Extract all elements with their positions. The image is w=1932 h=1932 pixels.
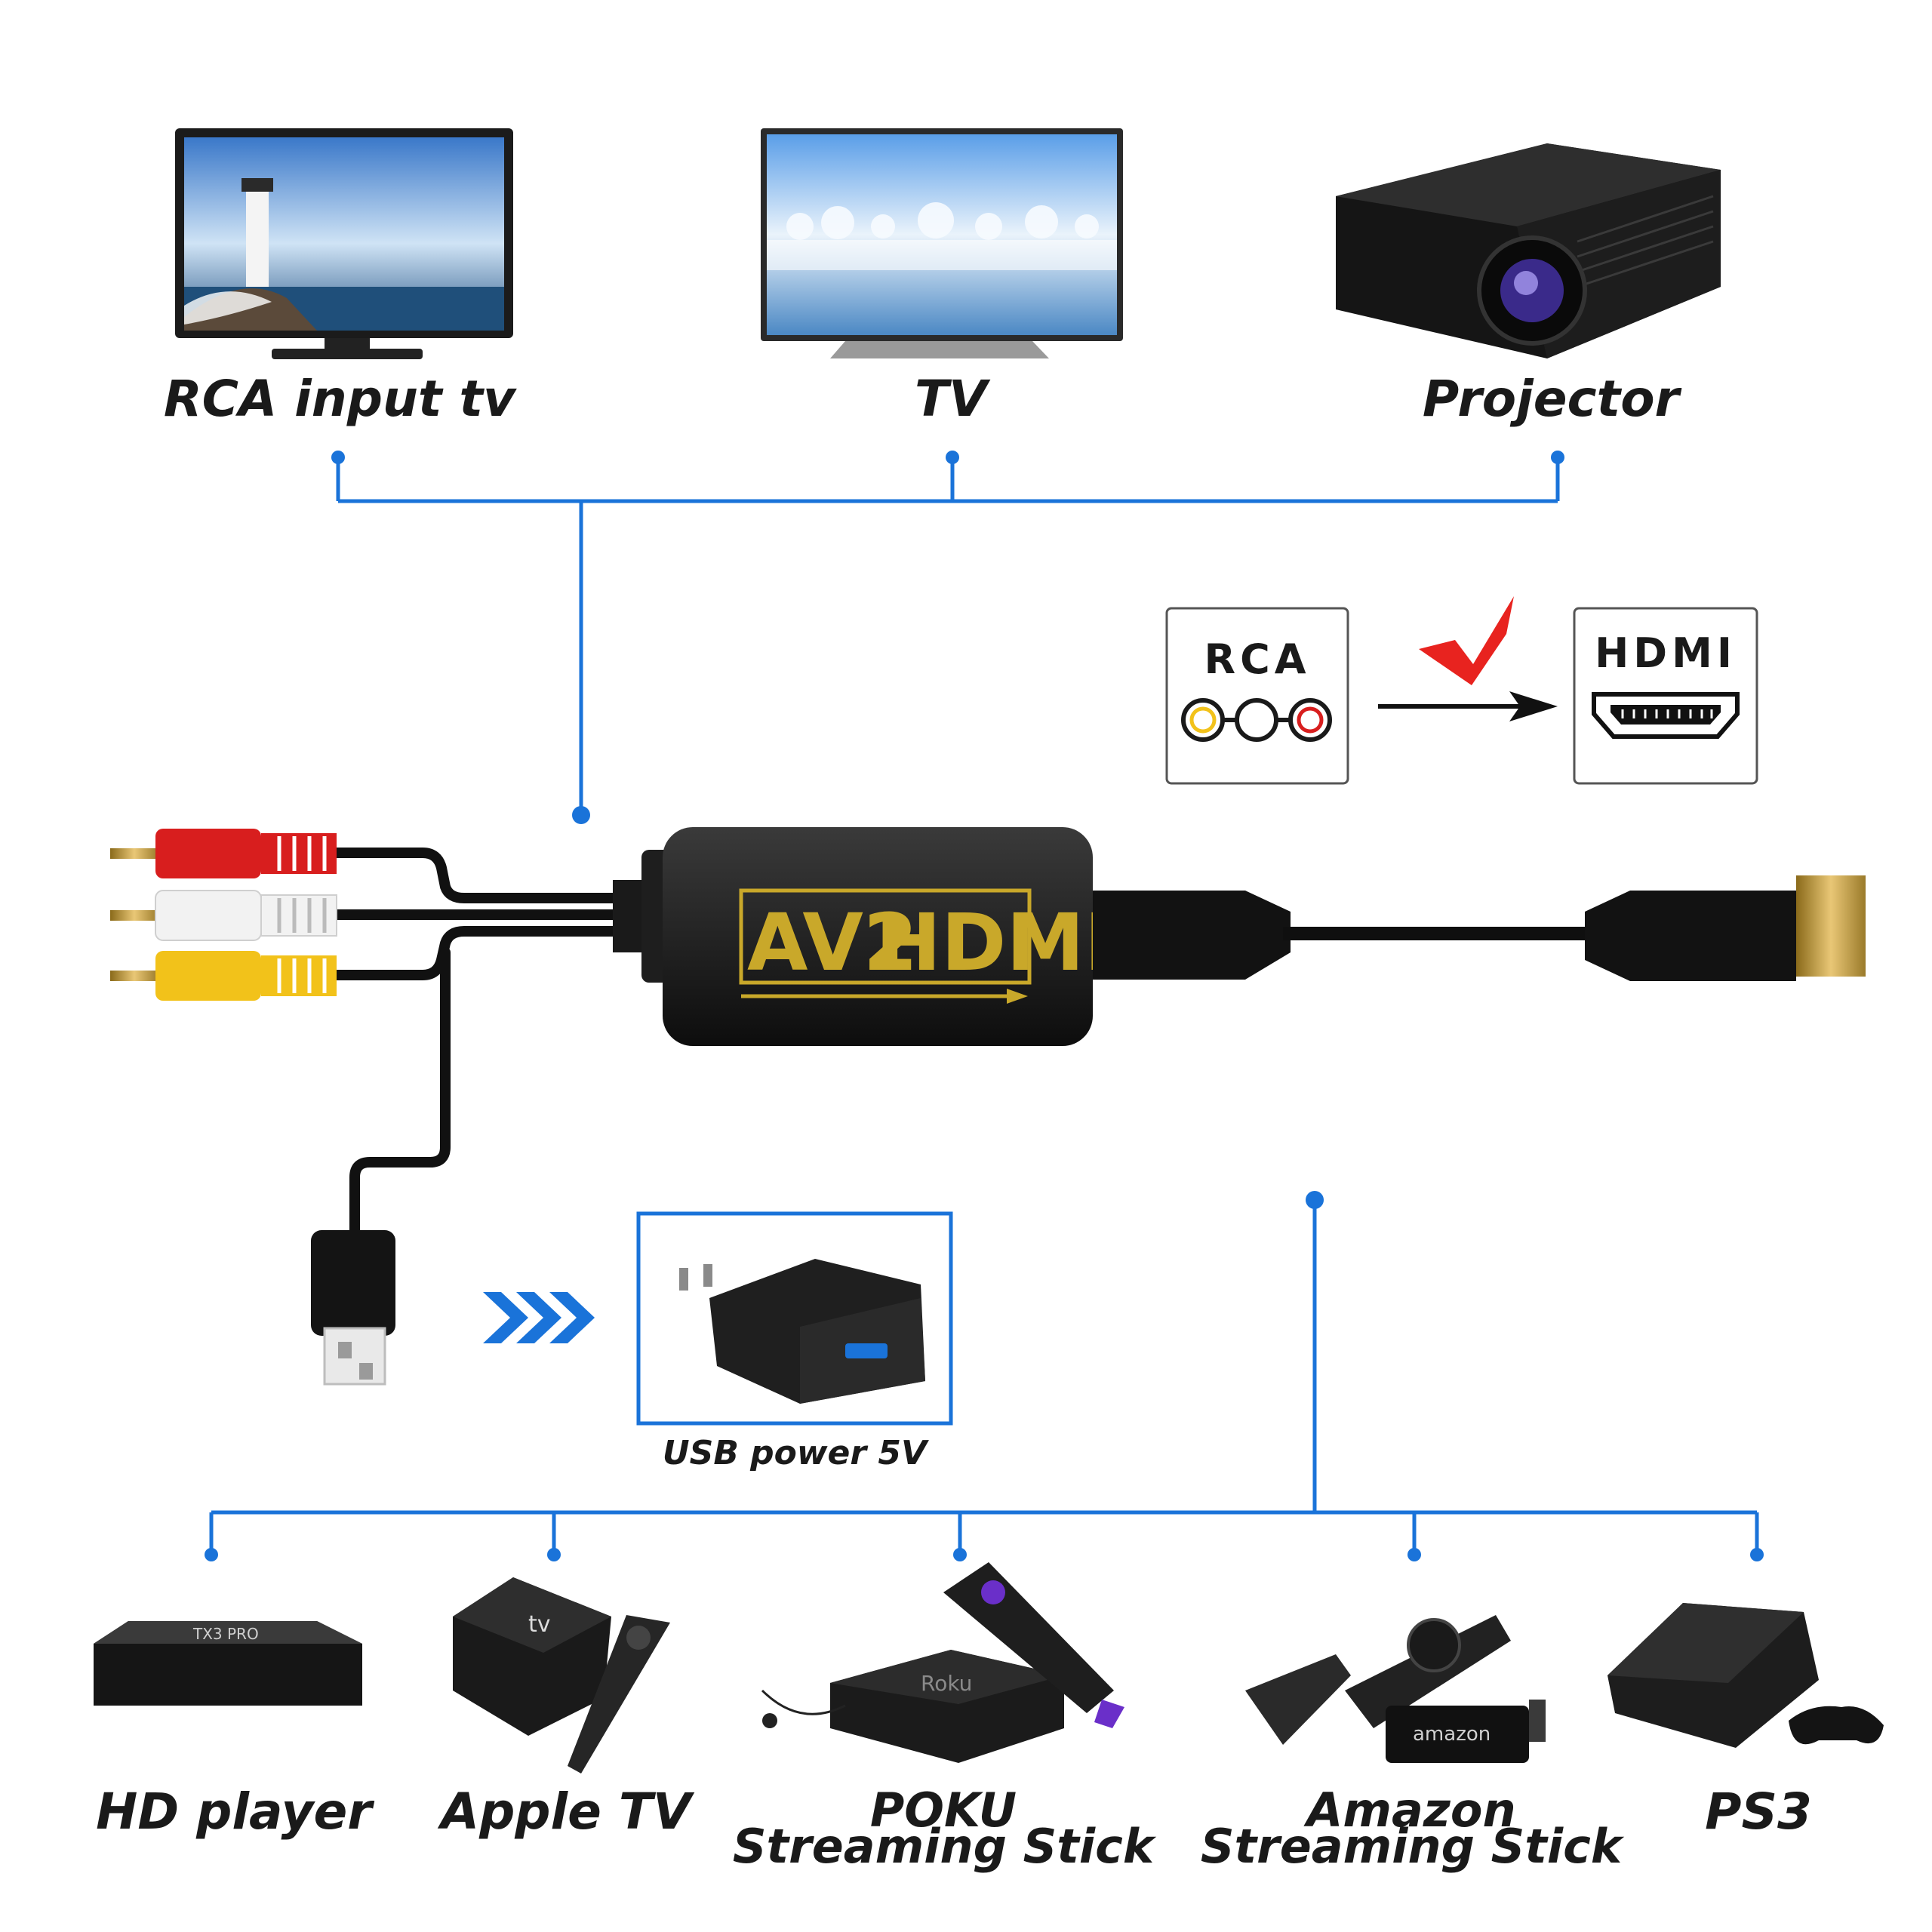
roku-image: Roku <box>761 1562 1124 1763</box>
bottom-connector-dots <box>205 1191 1764 1561</box>
hd-player-image: TX3 PRO <box>94 1621 362 1706</box>
usb-power-label: USB power 5V <box>662 1434 928 1472</box>
bottom-device-label-ps3: PS3 <box>1705 1783 1812 1841</box>
hd-player-device-text: TX3 PRO <box>192 1625 259 1643</box>
rca-plug-white <box>110 890 337 941</box>
adapter-brand-right: HDMI <box>875 897 1114 989</box>
rca-plug-red <box>110 829 337 878</box>
rca-ports-icon <box>1181 698 1332 742</box>
top-device-label-projector: Projector <box>1422 370 1680 428</box>
hdmi-port-icon <box>1592 692 1740 739</box>
apple-tv-image: tv <box>453 1577 670 1774</box>
bottom-device-label-apple-tv: Apple TV <box>440 1783 692 1841</box>
rca-box-label: RCA <box>1204 635 1311 683</box>
bottom-device-label-roku-line2: Streaming Stick <box>732 1819 1155 1874</box>
bottom-device-label-roku-line1: POKU <box>869 1783 1017 1838</box>
wall-charger-image <box>679 1259 925 1404</box>
rca-plug-yellow <box>110 951 337 1001</box>
bottom-device-label-hd-player: HD player <box>96 1783 372 1841</box>
hdmi-box-label: HDMI <box>1595 629 1737 677</box>
top-device-label-tv: TV <box>914 370 988 428</box>
bottom-device-label-amazon-line1: Amazon <box>1306 1783 1516 1838</box>
tv-image <box>761 128 1123 358</box>
chevrons-icon <box>483 1292 595 1343</box>
roku-device-text: Roku <box>921 1671 972 1696</box>
rca-box <box>1165 607 1349 785</box>
adapter-cable: AV2 HDMI <box>110 827 1866 1251</box>
arrow-icon <box>1378 691 1558 721</box>
check-icon <box>1419 596 1514 685</box>
fire-stick-device-text: amazon <box>1413 1723 1491 1746</box>
hdmi-box <box>1573 607 1758 785</box>
projector-image <box>1336 143 1721 358</box>
rca-tv-image <box>175 128 513 359</box>
top-device-label-rca-tv: RCA input tv <box>163 370 516 428</box>
fire-stick-image: amazon <box>1245 1615 1546 1763</box>
apple-tv-device-text: tv <box>528 1611 551 1638</box>
top-connector-dots <box>331 451 1564 824</box>
ps3-image <box>1607 1603 1884 1748</box>
usb-power-box <box>636 1211 953 1426</box>
bottom-connector-tree <box>209 1200 1759 1555</box>
bottom-device-label-amazon-line2: Streaming Stick <box>1200 1819 1623 1874</box>
top-connector-tree <box>336 457 1560 815</box>
usb-plug <box>311 1230 395 1386</box>
adapter-brand-left: AV2 <box>747 897 918 989</box>
